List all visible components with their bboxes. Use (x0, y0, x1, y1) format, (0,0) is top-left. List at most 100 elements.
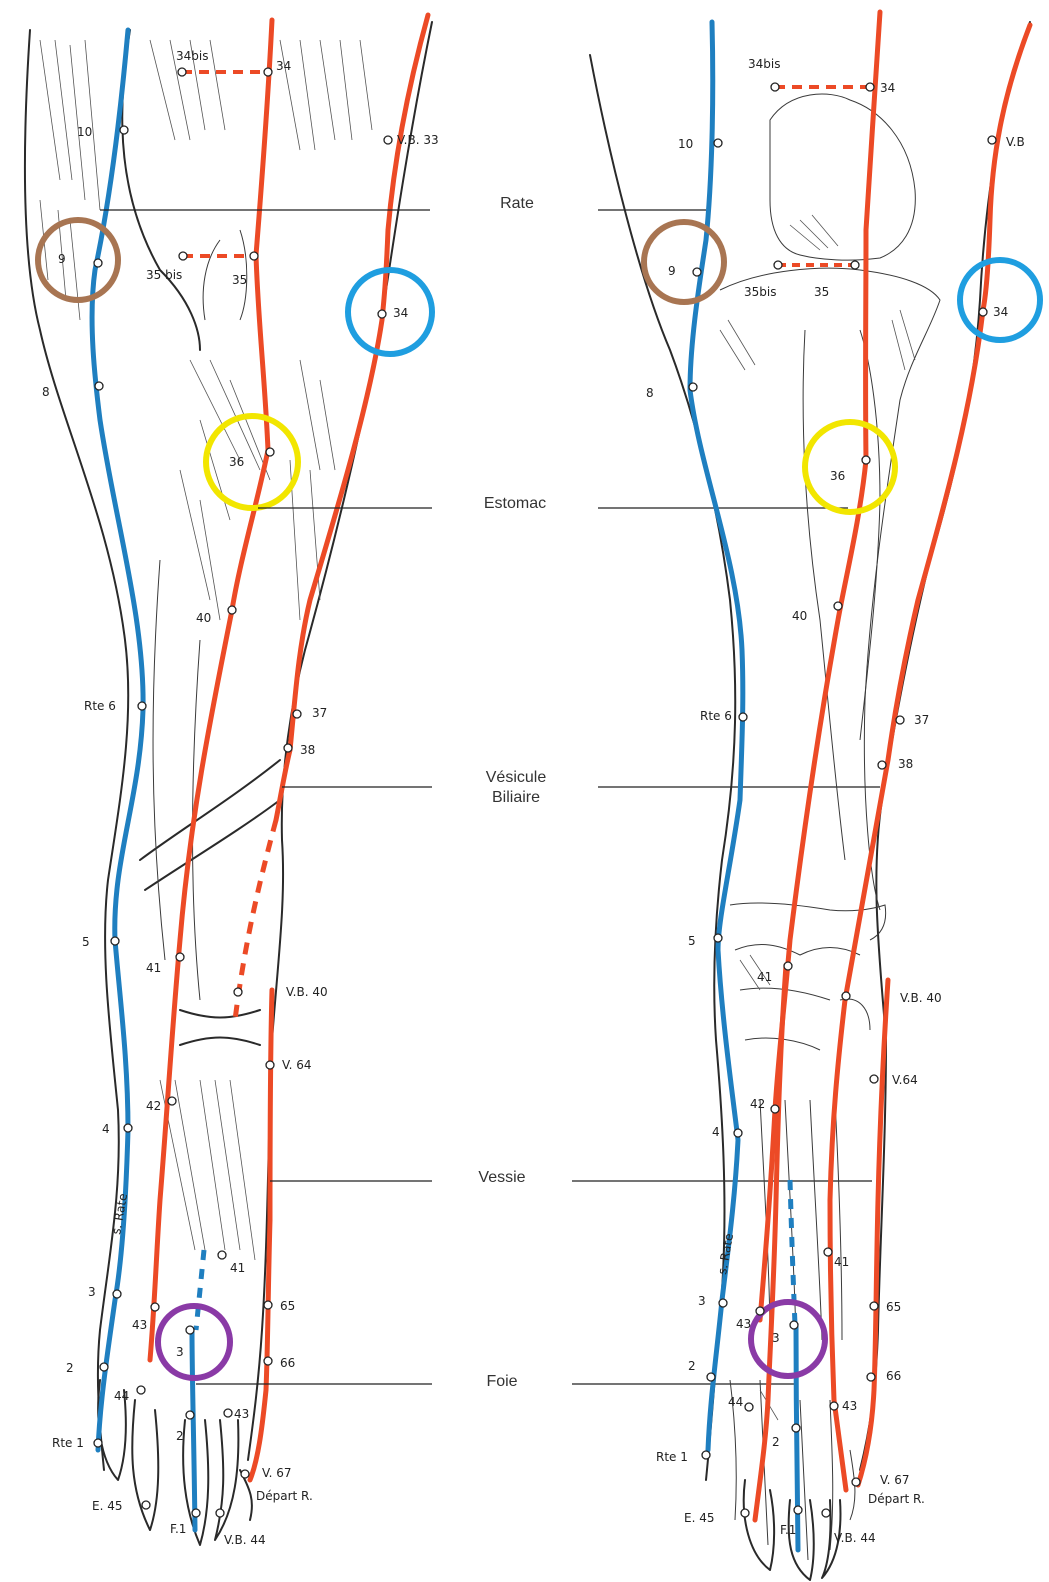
label-35bis: 35 bis (146, 268, 182, 282)
label-34-vb: 34 (993, 305, 1008, 319)
acupoint (113, 1290, 121, 1298)
label-2: 2 (66, 1361, 74, 1375)
acupoint (266, 1061, 274, 1069)
label-rte1: Rte 1 (656, 1450, 688, 1464)
label-10: 10 (77, 125, 92, 139)
label-42: 42 (146, 1099, 161, 1113)
label-36: 36 (229, 455, 244, 469)
acupoint (745, 1403, 753, 1411)
label-f1: F.1 (170, 1522, 186, 1536)
label-10: 10 (678, 137, 693, 151)
label-41: 41 (757, 970, 772, 984)
label-vb44: V.B. 44 (834, 1531, 876, 1545)
label-34: 34 (276, 59, 291, 73)
acupoint (790, 1321, 798, 1329)
acupoint (870, 1302, 878, 1310)
acupoint (707, 1373, 715, 1381)
right-knee-bone (770, 94, 915, 260)
acupoint (142, 1501, 150, 1509)
left-liver-dashed (196, 1250, 204, 1330)
left-circle-estomac-36 (206, 416, 298, 508)
right-gallbladder-meridian (830, 25, 1030, 1490)
label-38: 38 (898, 757, 913, 771)
label-40: 40 (196, 611, 211, 625)
left-foot-toes (98, 1380, 252, 1545)
acupoint (179, 252, 187, 260)
acupoint (216, 1509, 224, 1517)
label-s-rate: s. Rate (109, 1192, 130, 1235)
label-38: 38 (300, 743, 315, 757)
acupoint (241, 1470, 249, 1478)
right-tarsus (730, 903, 886, 1050)
right-leg-outline-right (860, 22, 1030, 1470)
acupoint (774, 261, 782, 269)
label-66: 66 (280, 1356, 295, 1370)
right-circle-estomac-36 (805, 422, 895, 512)
left-leg-ankle (180, 1010, 260, 1045)
label-e45: E. 45 (92, 1499, 122, 1513)
acupoint (824, 1248, 832, 1256)
acupoint (192, 1509, 200, 1517)
label-2-foie: 2 (772, 1435, 780, 1449)
acupoint (124, 1124, 132, 1132)
label-rte6: Rte 6 (700, 709, 732, 723)
label-vb44: V.B. 44 (224, 1533, 266, 1547)
acupoint (862, 456, 870, 464)
left-leg-tendon (140, 760, 280, 890)
acupoint (186, 1411, 194, 1419)
label-v67: V. 67 (880, 1473, 910, 1487)
acupoint (111, 937, 119, 945)
acupoint (756, 1307, 764, 1315)
right-circle-vb-34 (960, 260, 1040, 340)
label-vb40: V.B. 40 (900, 991, 942, 1005)
label-65: 65 (280, 1299, 295, 1313)
label-2: 2 (688, 1359, 696, 1373)
acupoint (784, 962, 792, 970)
label-vesicule-1: Vésicule (486, 769, 547, 786)
acupoint (168, 1097, 176, 1105)
label-3-foie: 3 (772, 1331, 780, 1345)
acupoint (988, 136, 996, 144)
label-34: 34 (880, 81, 895, 95)
organ-labels: Rate Estomac Vésicule Biliaire Vessie Fo… (100, 195, 880, 1390)
label-8: 8 (646, 386, 654, 400)
label-4: 4 (102, 1122, 110, 1136)
label-v64: V. 64 (282, 1058, 312, 1072)
acupoint (771, 83, 779, 91)
label-2-foie: 2 (176, 1429, 184, 1443)
right-fibula (860, 330, 880, 740)
label-4: 4 (712, 1125, 720, 1139)
label-9: 9 (58, 252, 66, 266)
acupoint (234, 988, 242, 996)
acupoint (218, 1251, 226, 1259)
acupoint (266, 448, 274, 456)
right-acupoints (689, 83, 996, 1517)
acupoint (741, 1509, 749, 1517)
left-circle-vb-34 (348, 270, 432, 354)
label-34bis: 34bis (748, 57, 780, 71)
label-37: 37 (312, 706, 327, 720)
acupoint (896, 716, 904, 724)
right-liver-meridian (796, 1325, 798, 1550)
label-s-rate: s. Rate (715, 1232, 736, 1275)
acupoint (284, 744, 292, 752)
acupoint (186, 1326, 194, 1334)
label-v64: V.64 (892, 1073, 918, 1087)
label-5: 5 (688, 934, 696, 948)
acupoint (702, 1451, 710, 1459)
label-5: 5 (82, 935, 90, 949)
label-depart: Départ R. (256, 1489, 313, 1503)
label-rate: Rate (500, 195, 534, 212)
label-9: 9 (668, 264, 676, 278)
label-40: 40 (792, 609, 807, 623)
acupoint (137, 1386, 145, 1394)
acupoint (138, 702, 146, 710)
label-42: 42 (750, 1097, 765, 1111)
label-37: 37 (914, 713, 929, 727)
acupoint (378, 310, 386, 318)
acupoint (250, 252, 258, 260)
right-red-line-mid (755, 965, 786, 1520)
acupoint (979, 308, 987, 316)
label-8: 8 (42, 385, 50, 399)
label-estomac: Estomac (484, 495, 546, 512)
